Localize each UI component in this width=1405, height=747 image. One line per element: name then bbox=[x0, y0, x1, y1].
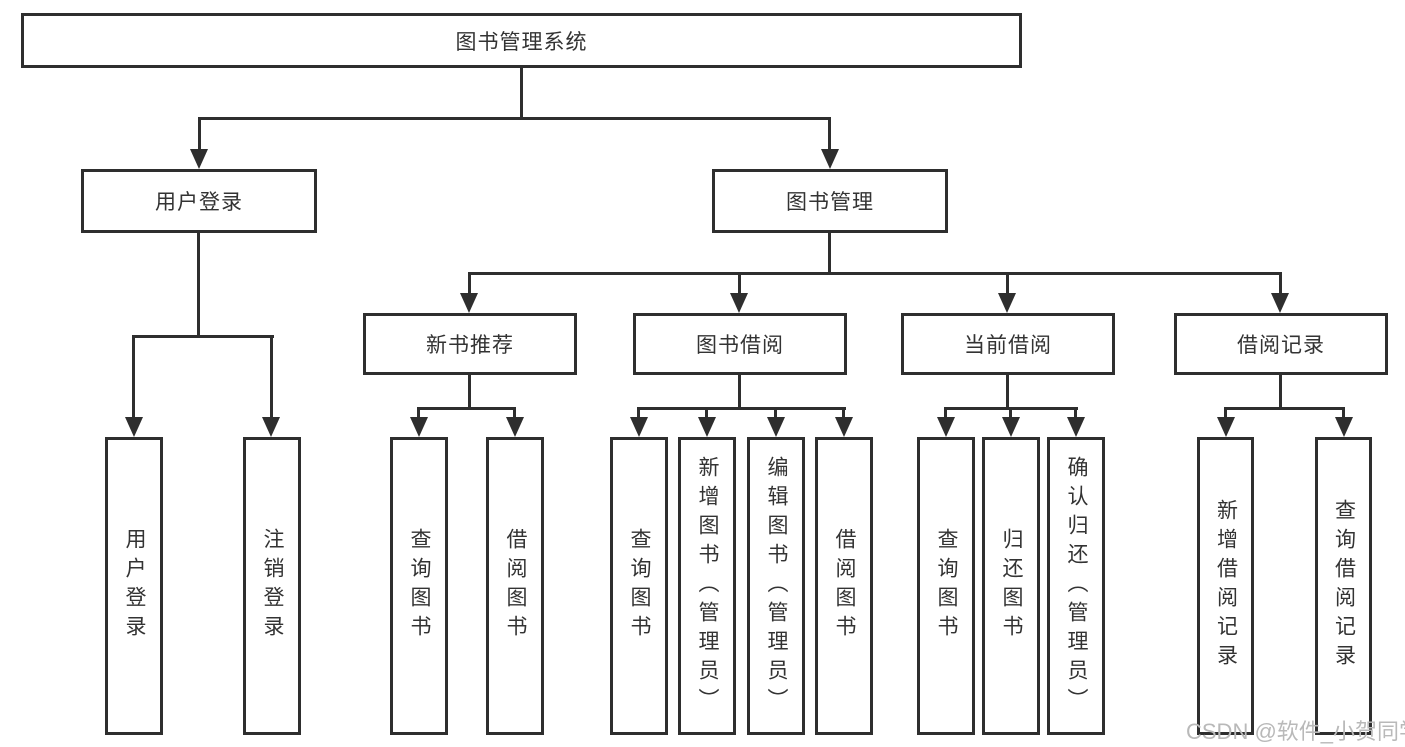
arrow-down-icon bbox=[630, 417, 648, 437]
connector-line bbox=[198, 117, 201, 149]
connector-line bbox=[468, 272, 471, 293]
node-book-borrowing: 图书借阅 bbox=[633, 313, 847, 375]
arrow-down-icon bbox=[460, 293, 478, 313]
connector-line bbox=[270, 335, 273, 417]
leaf-query-books-current: 查询图书 bbox=[917, 437, 975, 735]
connector-line bbox=[468, 272, 1282, 275]
leaf-edit-book-admin: 编辑图书（管理员） bbox=[747, 437, 805, 735]
leaf-query-books-borrowing: 查询图书 bbox=[610, 437, 668, 735]
leaf-confirm-return-admin: 确认归还（管理员） bbox=[1047, 437, 1105, 735]
leaf-logout: 注销登录 bbox=[243, 437, 301, 735]
connector-line bbox=[738, 272, 741, 293]
connector-line bbox=[132, 335, 274, 338]
arrow-down-icon bbox=[410, 417, 428, 437]
leaf-borrow-books-recommend: 借阅图书 bbox=[486, 437, 544, 735]
connector-line bbox=[1006, 375, 1009, 410]
leaf-query-borrow-record: 查询借阅记录 bbox=[1315, 437, 1372, 735]
connector-line bbox=[1279, 272, 1282, 293]
connector-line bbox=[417, 407, 516, 410]
leaf-query-books-recommend: 查询图书 bbox=[390, 437, 448, 735]
arrow-down-icon bbox=[1335, 417, 1353, 437]
connector-line bbox=[705, 407, 708, 417]
leaf-add-book-admin: 新增图书（管理员） bbox=[678, 437, 736, 735]
connector-line bbox=[1342, 407, 1345, 417]
watermark: CSDN @软件_小贺同学 bbox=[1186, 719, 1405, 744]
connector-line bbox=[738, 375, 741, 410]
node-root: 图书管理系统 bbox=[21, 13, 1022, 68]
connector-line bbox=[417, 407, 420, 417]
connector-line bbox=[513, 407, 516, 417]
arrow-down-icon bbox=[262, 417, 280, 437]
arrow-down-icon bbox=[767, 417, 785, 437]
node-book-management: 图书管理 bbox=[712, 169, 948, 233]
connector-line bbox=[828, 233, 831, 275]
leaf-user-login: 用户登录 bbox=[105, 437, 163, 735]
connector-line bbox=[637, 407, 846, 410]
leaf-borrow-books-borrowing: 借阅图书 bbox=[815, 437, 873, 735]
connector-line bbox=[132, 335, 135, 417]
arrow-down-icon bbox=[998, 293, 1016, 313]
connector-line bbox=[1006, 272, 1009, 293]
arrow-down-icon bbox=[937, 417, 955, 437]
connector-line bbox=[1224, 407, 1345, 410]
connector-line bbox=[468, 375, 471, 410]
leaf-return-book: 归还图书 bbox=[982, 437, 1040, 735]
arrow-down-icon bbox=[698, 417, 716, 437]
connector-line bbox=[842, 407, 845, 417]
connector-line bbox=[197, 233, 200, 338]
connector-line bbox=[1074, 407, 1077, 417]
arrow-down-icon bbox=[125, 417, 143, 437]
arrow-down-icon bbox=[1217, 417, 1235, 437]
connector-line bbox=[1009, 407, 1012, 417]
arrow-down-icon bbox=[190, 149, 208, 169]
leaf-add-borrow-record: 新增借阅记录 bbox=[1197, 437, 1254, 735]
arrow-down-icon bbox=[835, 417, 853, 437]
connector-line bbox=[828, 117, 831, 149]
arrow-down-icon bbox=[821, 149, 839, 169]
arrow-down-icon bbox=[506, 417, 524, 437]
arrow-down-icon bbox=[1271, 293, 1289, 313]
connector-line bbox=[1279, 375, 1282, 410]
connector-line bbox=[774, 407, 777, 417]
node-current-borrowing: 当前借阅 bbox=[901, 313, 1115, 375]
node-borrowing-records: 借阅记录 bbox=[1174, 313, 1388, 375]
node-new-book-recommendation: 新书推荐 bbox=[363, 313, 577, 375]
connector-line bbox=[637, 407, 640, 417]
arrow-down-icon bbox=[730, 293, 748, 313]
connector-line bbox=[520, 68, 523, 120]
arrow-down-icon bbox=[1067, 417, 1085, 437]
connector-line bbox=[198, 117, 831, 120]
connector-line bbox=[1224, 407, 1227, 417]
connector-line bbox=[944, 407, 947, 417]
node-user-login: 用户登录 bbox=[81, 169, 317, 233]
arrow-down-icon bbox=[1002, 417, 1020, 437]
